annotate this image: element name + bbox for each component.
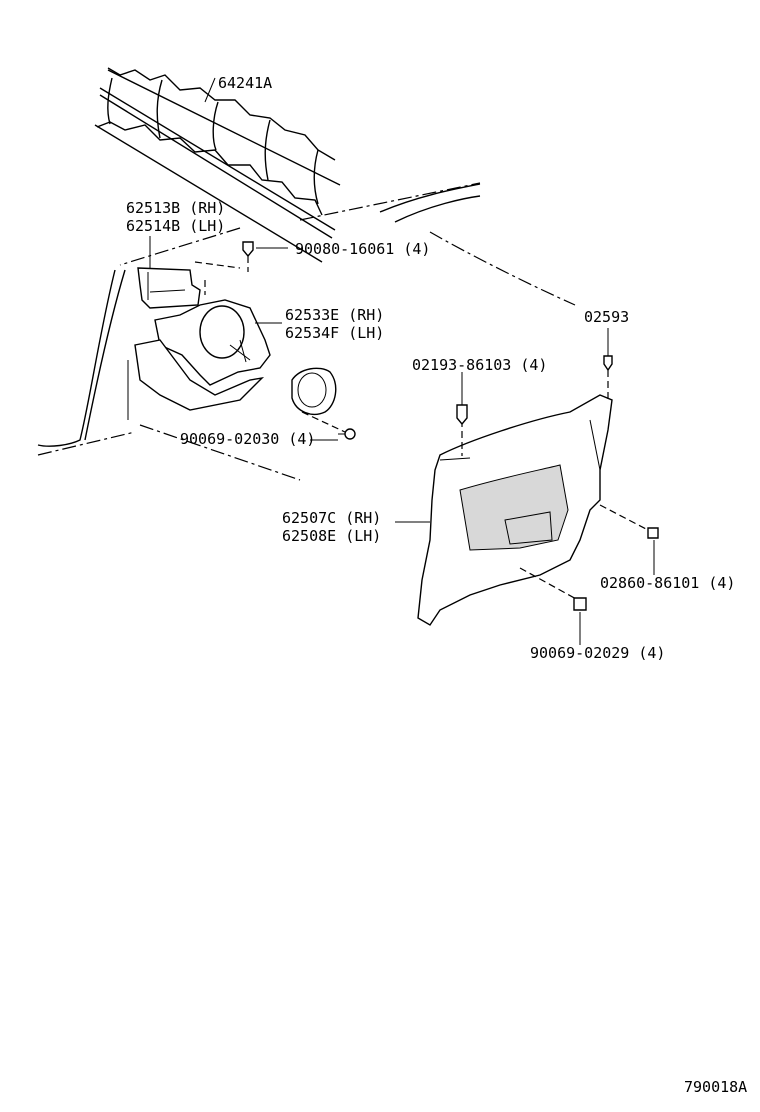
- screw-left: [310, 428, 356, 441]
- label-bracket-lh: 62514B (LH): [126, 217, 225, 235]
- cargo-net: [94, 67, 341, 263]
- label-screw-left: 90069-02030 (4): [180, 430, 315, 448]
- label-trim-rh: 62507C (RH): [282, 509, 381, 527]
- speaker-grille: [291, 367, 346, 433]
- vehicle-body-outline: [37, 182, 576, 481]
- label-clip-top: 90080-16061 (4): [295, 240, 430, 258]
- label-screw-bottom: 90069-02029 (4): [530, 644, 665, 662]
- fasteners-right: [456, 355, 659, 611]
- label-bracket-rh: 62513B (RH): [126, 199, 225, 217]
- label-net: 64241A: [218, 74, 272, 92]
- clip-top: [242, 241, 288, 272]
- label-clip-mid: 02193-86103 (4): [412, 356, 547, 374]
- bracket-part: [137, 261, 241, 309]
- speaker-housing-part: [127, 299, 271, 420]
- quarter-trim-panel: [417, 370, 649, 626]
- diagram-code: 790018A: [684, 1078, 747, 1096]
- label-clip-side: 02860-86101 (4): [600, 574, 735, 592]
- label-clip-right-top: 02593: [584, 308, 629, 326]
- leader-lines: [149, 77, 655, 645]
- label-trim-lh: 62508E (LH): [282, 527, 381, 545]
- label-speaker-rh: 62533E (RH): [285, 306, 384, 324]
- label-speaker-lh: 62534F (LH): [285, 324, 384, 342]
